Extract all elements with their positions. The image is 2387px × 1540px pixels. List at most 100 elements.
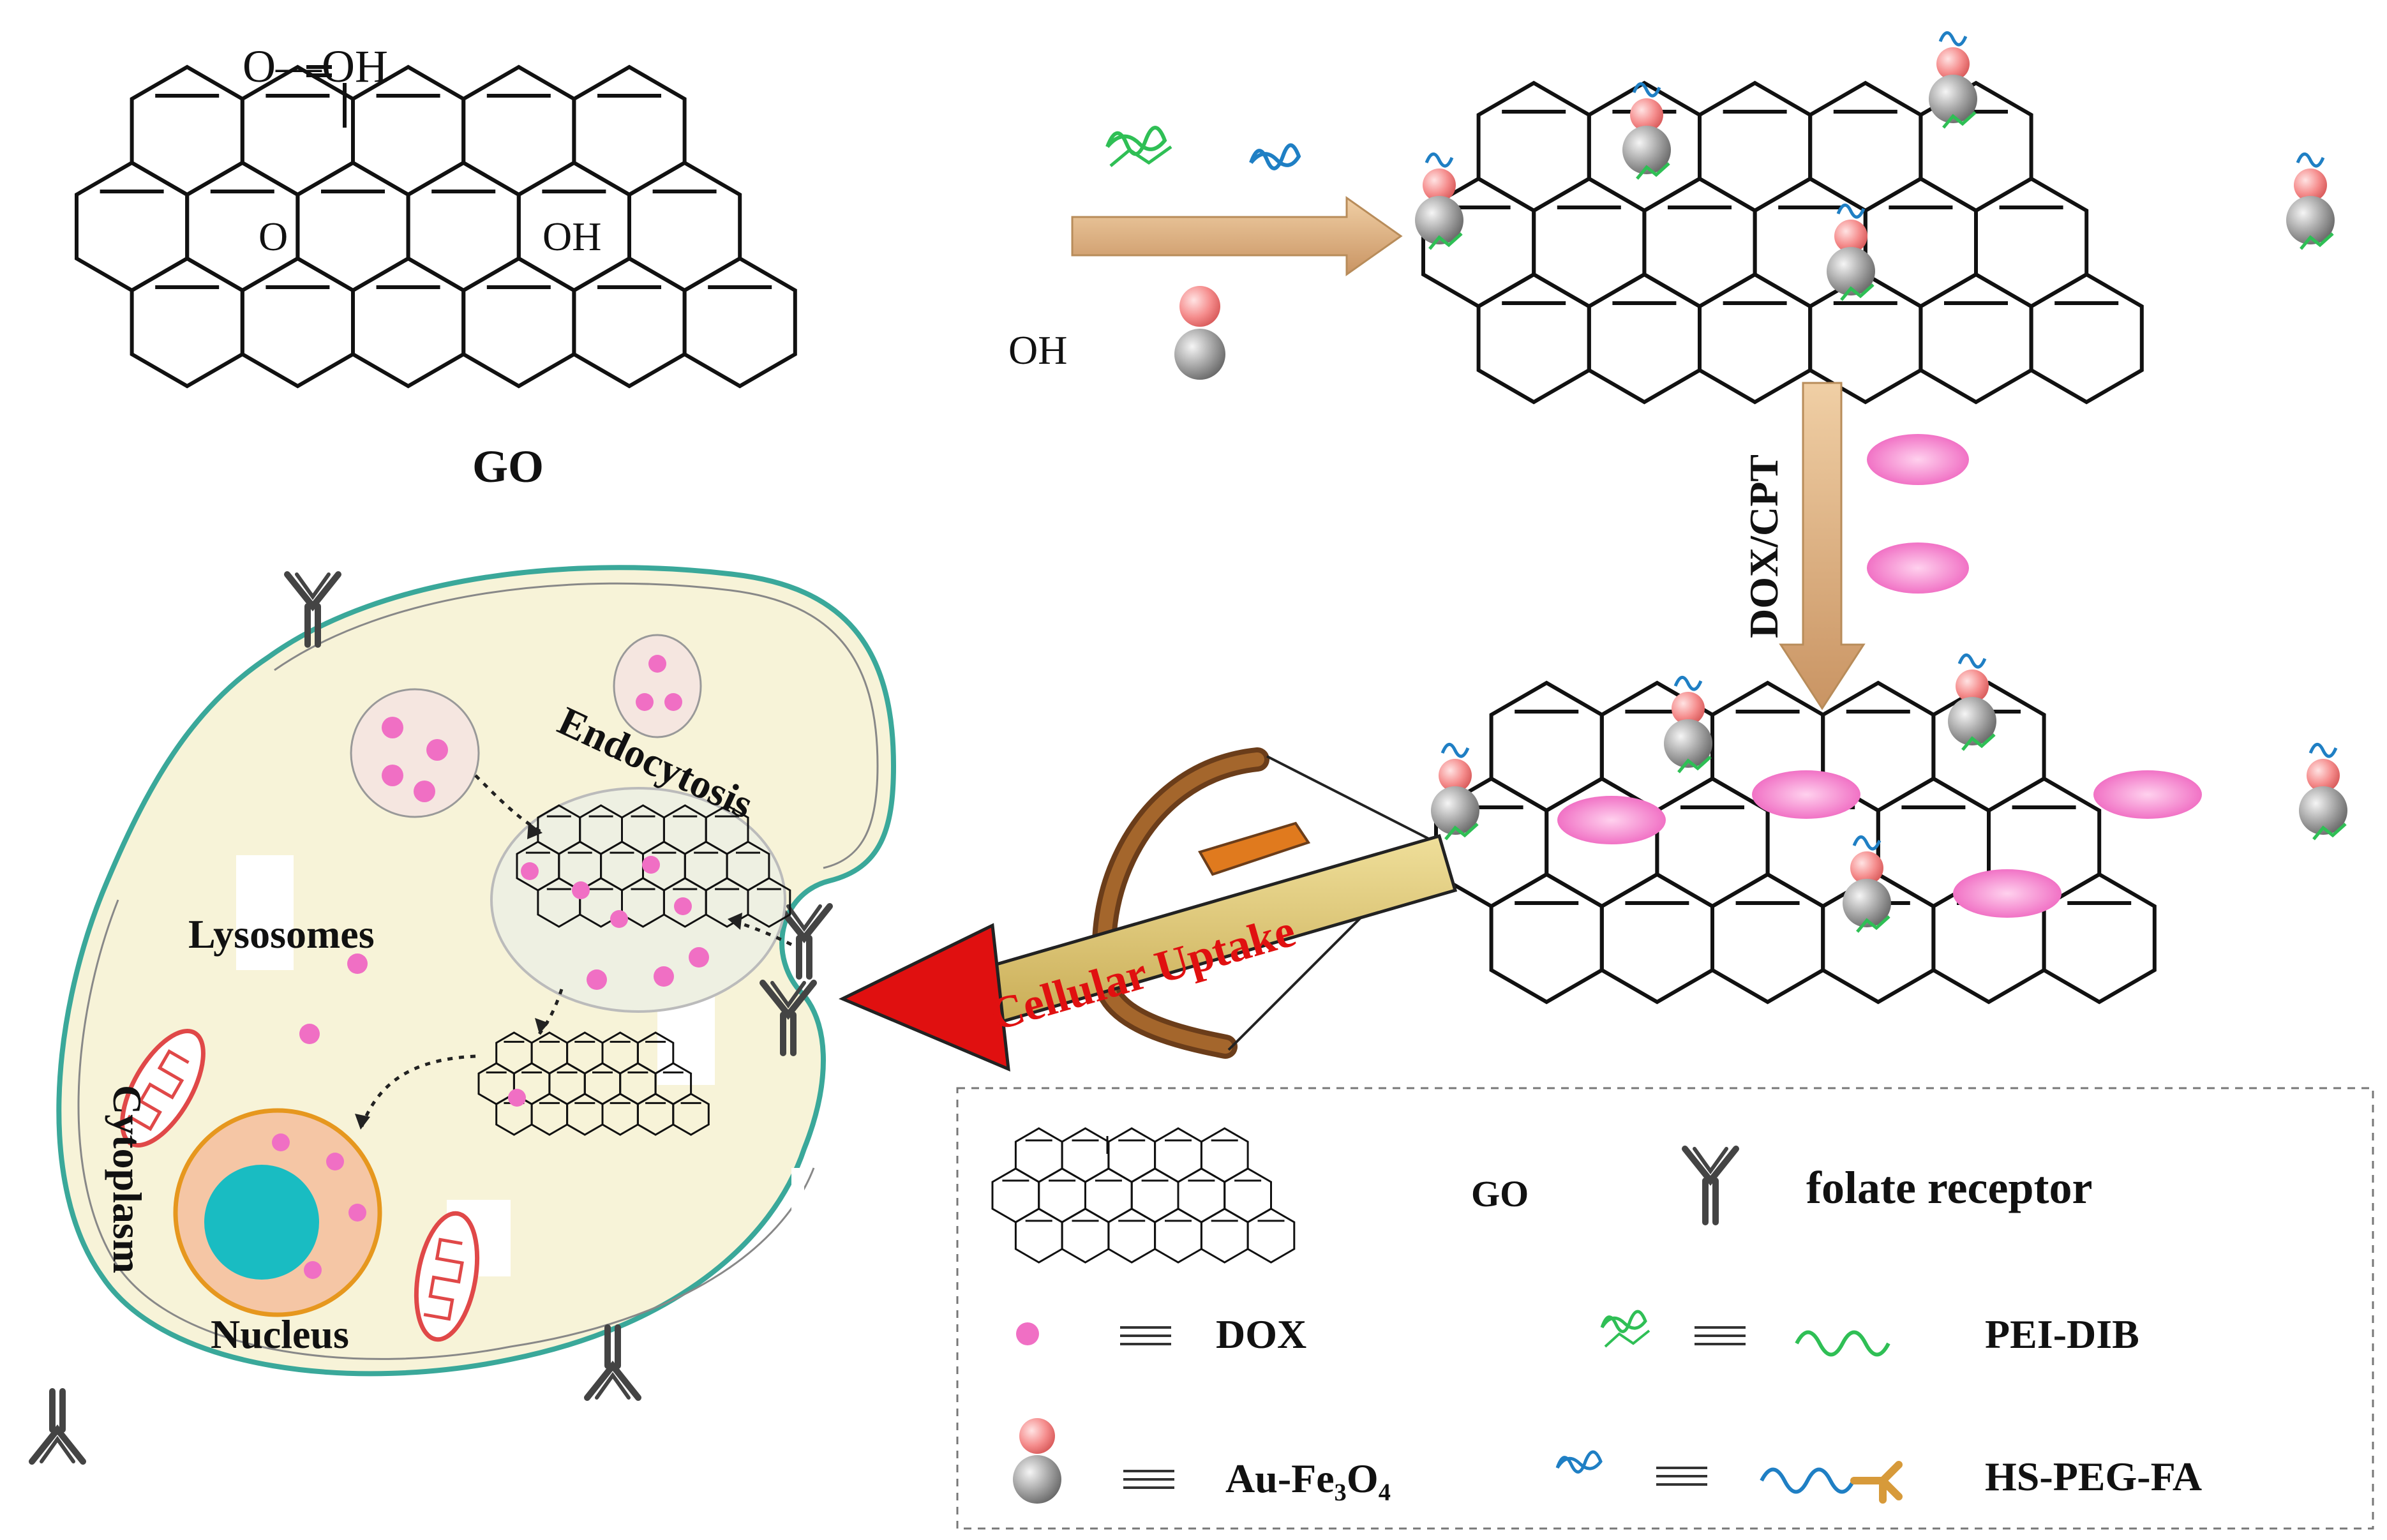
pei-chain [1942, 111, 1977, 129]
ring [461, 256, 576, 389]
endosome [490, 787, 791, 1013]
au-particle [1439, 759, 1472, 792]
ring [2029, 272, 2144, 405]
lysosomes-label: Lysosomes [188, 911, 375, 957]
peg-chain [1836, 204, 1866, 219]
go-label: GO [472, 441, 544, 492]
au-particle [1672, 692, 1705, 725]
pei-chain [1677, 756, 1712, 774]
legend-hs-peg-fa-icon [1555, 1450, 1603, 1474]
legend-equiv-3 [1123, 1470, 1174, 1489]
peg-chain [2308, 743, 2338, 758]
ring [1655, 776, 1770, 909]
dox-cpt-drug-2 [1867, 542, 1969, 594]
legend-au-fe3o4-icon [1013, 1418, 1061, 1504]
legend-folate-receptor-icon [1682, 1146, 1739, 1225]
legend-equiv-4 [1656, 1467, 1707, 1486]
pei-chain [1428, 232, 1463, 250]
legend-equiv-1 [1120, 1326, 1171, 1345]
peg-chain [1938, 31, 1968, 47]
free-dox-2 [299, 1024, 320, 1044]
ring [1863, 176, 1978, 309]
fe3o4-particle [2299, 786, 2347, 835]
ring [1476, 272, 1591, 405]
au-particle [1850, 851, 1883, 885]
ring [240, 256, 355, 389]
legend-equiv-2 [1695, 1326, 1746, 1345]
pei-chain [1444, 823, 1479, 841]
ring [1808, 80, 1923, 213]
ring [627, 160, 742, 293]
ring [672, 1093, 710, 1136]
peg-chain [1632, 82, 1661, 98]
pei-dib-reagent [1105, 126, 1172, 167]
go-cooh-label: O—OH [243, 41, 388, 92]
au-fe3o4-reagent [1174, 286, 1225, 380]
fe3o4-particle [1929, 75, 1977, 123]
au-particle [1936, 47, 1970, 80]
go-o-label: O [258, 214, 288, 259]
legend-go-structure [991, 1127, 1296, 1264]
au-particle [1834, 220, 1867, 253]
arrow-dox-cpt-label: DOX/CPT [1741, 454, 1786, 638]
dotted-arrowheads [355, 822, 742, 1130]
peg-chain [2296, 153, 2325, 168]
ring [682, 256, 797, 389]
ring [1246, 1207, 1296, 1264]
ring [296, 160, 410, 293]
functionalized-go [1421, 80, 2144, 405]
pei-chain [1840, 283, 1874, 301]
ring [1642, 176, 1757, 309]
go-oh-mid-label: OH [542, 214, 601, 259]
mitochondrion-1 [120, 1029, 206, 1148]
peg-chain [1957, 654, 1987, 669]
fe3o4-particle [1664, 719, 1712, 768]
au-particle [2307, 759, 2340, 792]
nucleus-label: Nucleus [211, 1312, 349, 1357]
ring [351, 256, 466, 389]
legend-go-label: GO [1471, 1173, 1529, 1215]
go-lattice [75, 64, 797, 389]
legend-dox-label: DOX [1216, 1312, 1306, 1357]
hs-peg-fa-reagent [1249, 143, 1301, 170]
ring [1698, 80, 1813, 213]
legend-folate-receptor-label: folate receptor [1806, 1162, 2092, 1213]
mitochondrion-2 [414, 1211, 480, 1342]
ring [75, 160, 190, 293]
au-particle [1423, 168, 1456, 202]
folate-receptor [29, 1388, 86, 1465]
ring [1489, 872, 1604, 1005]
fe3o4-particle [1622, 126, 1671, 174]
legend-pei-dib-label: PEI-DIB [1985, 1312, 2139, 1357]
cytoplasm-label: Cytoplasm [105, 1085, 150, 1273]
ring [130, 256, 244, 389]
legend-dox-icon [1016, 1322, 1039, 1345]
ring [572, 64, 687, 197]
fe3o4-particle [1827, 247, 1875, 295]
ring [461, 64, 576, 197]
fe3o4-particle [1843, 879, 1891, 927]
released-go [477, 1031, 710, 1136]
ring [1698, 272, 1813, 405]
legend-hs-peg-fa-chain [1760, 1461, 1903, 1504]
ring [1710, 872, 1825, 1005]
pei-chain [2300, 232, 2334, 250]
ring [1476, 80, 1591, 213]
legend-pei-dib-chain [1795, 1330, 1890, 1357]
legend-pei-dib-icon [1600, 1310, 1650, 1348]
ring [1919, 272, 2033, 405]
go-structure [75, 64, 797, 389]
ring [572, 256, 687, 389]
ring [1489, 680, 1604, 813]
peg-chain [1425, 153, 1454, 168]
ring [1974, 176, 2089, 309]
vesicle-left [350, 688, 480, 818]
ring [1532, 176, 1647, 309]
ring [1587, 272, 1702, 405]
folate-receptor [284, 571, 341, 648]
au-particle [2294, 168, 2327, 202]
folate-receptor [584, 1324, 641, 1401]
legend-hs-peg-fa-label: HS-PEG-FA [1985, 1454, 2202, 1499]
vesicle-top [613, 634, 702, 738]
pei-chain [1856, 915, 1890, 933]
